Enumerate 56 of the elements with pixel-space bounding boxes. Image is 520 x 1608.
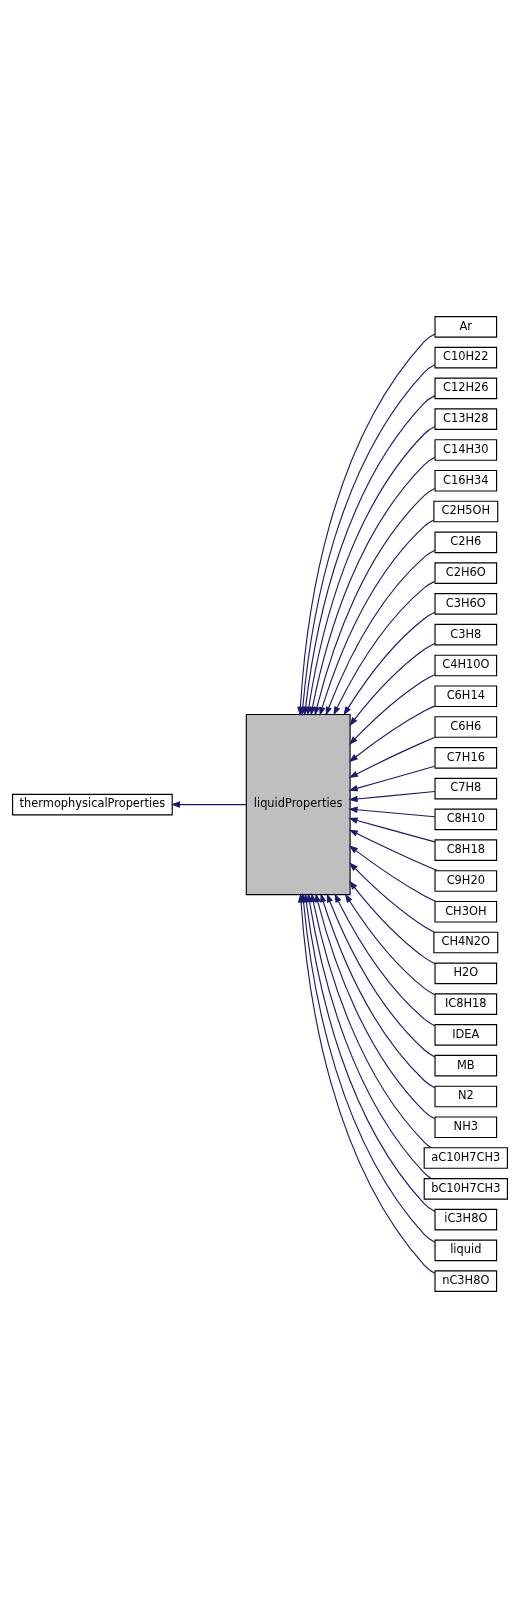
arrow: [320, 893, 436, 1089]
node-box: C8H10: [434, 808, 498, 831]
node-box: C3H6O: [434, 593, 498, 615]
node-box: MB: [434, 1054, 498, 1077]
node-box: C13H28: [434, 408, 498, 430]
node-box: thermophysicalProperties: [12, 793, 173, 816]
node-box: C8H18: [434, 839, 498, 861]
arrow: [348, 806, 436, 818]
node-box: CH4N2O: [433, 931, 499, 954]
node-box: NH3: [434, 1116, 498, 1139]
arrow: [348, 829, 439, 872]
node-box: Ar: [434, 316, 498, 338]
arrow: [348, 765, 436, 792]
node-box: liquidProperties: [245, 713, 351, 896]
node-box: H2O: [434, 962, 498, 985]
node-box: iC3H8O: [434, 1208, 498, 1231]
arrow: [348, 790, 436, 803]
arrow: [170, 801, 247, 808]
arrow: [348, 736, 436, 779]
arrow: [348, 705, 436, 763]
arrow: [348, 674, 436, 746]
node-box: aC10H7CH3: [423, 1147, 508, 1169]
node-box: C6H6: [434, 716, 498, 738]
node-box: C2H6: [434, 531, 498, 554]
node-box: C16H34: [434, 469, 498, 492]
node-box: CH3OH: [434, 900, 498, 923]
arrow: [319, 519, 435, 717]
arrow: [349, 880, 436, 965]
arrow: [333, 580, 436, 716]
arrow: [348, 845, 437, 903]
node-box: C7H8: [434, 777, 498, 800]
node-box: IC8H18: [434, 993, 498, 1015]
node-box: C9H20: [434, 870, 498, 892]
arrow: [325, 549, 436, 716]
node-box: C3H8: [434, 623, 498, 646]
node-box: bC10H7CH3: [423, 1178, 508, 1200]
node-box: C14H30: [434, 439, 498, 461]
arrow: [334, 893, 436, 1027]
arrow: [349, 642, 436, 727]
node-box: N2: [434, 1085, 498, 1108]
arrow: [314, 893, 436, 1120]
node-box: IDEA: [434, 1024, 498, 1046]
node-box: liquid: [434, 1239, 498, 1262]
arrow: [344, 893, 436, 996]
node-box: C2H6O: [434, 562, 498, 584]
node-box: nC3H8O: [434, 1270, 498, 1292]
arrow: [348, 817, 436, 843]
node-box: C12H26: [434, 377, 498, 400]
node-box: C7H16: [434, 747, 498, 769]
arrow: [326, 893, 436, 1058]
node-box: C4H10O: [434, 654, 498, 677]
node-box: C2H5OH: [433, 500, 499, 523]
node-box: C10H22: [434, 346, 498, 369]
arrow: [349, 862, 435, 933]
arrow: [343, 611, 436, 716]
node-box: C6H14: [434, 685, 498, 708]
